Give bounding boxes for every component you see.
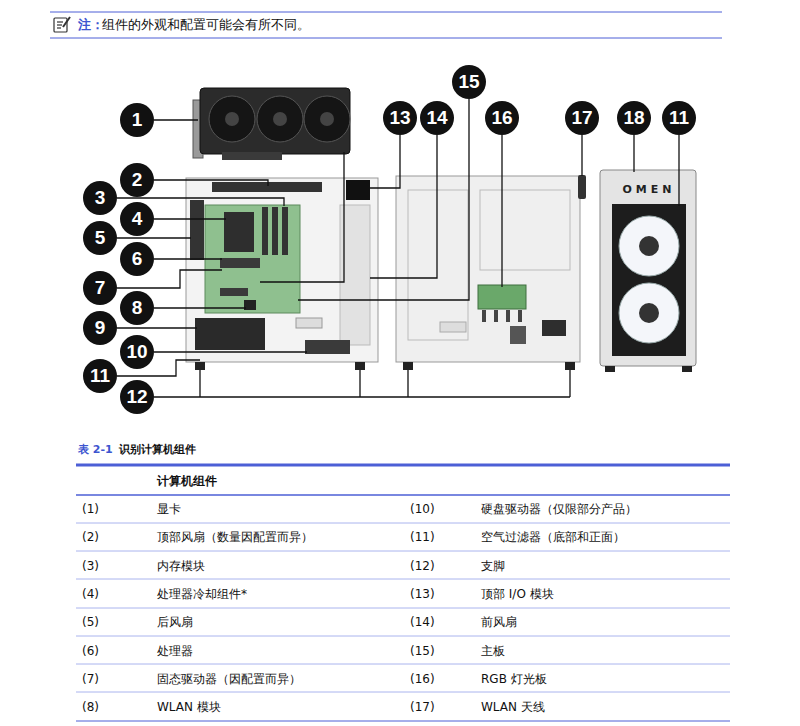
top-io-module: [346, 180, 370, 200]
table-cell: 硬盘驱动器（仅限部分产品）: [481, 502, 637, 516]
callout-number: 5: [83, 221, 117, 255]
callout-number: 17: [565, 101, 599, 135]
callout-number: 3: [83, 181, 117, 215]
table-cell: 处理器冷却组件*: [157, 587, 247, 601]
table-index: (11): [410, 530, 435, 544]
callout-text: 8: [132, 297, 143, 319]
callout-number: 16: [485, 101, 519, 135]
callout-text: 3: [95, 187, 106, 209]
table-index: (4): [82, 587, 99, 601]
case-rear: [396, 175, 586, 362]
table-cell: WLAN 天线: [481, 700, 545, 714]
callout-number: 10: [120, 335, 154, 369]
rule: [50, 12, 722, 13]
callout-text: 11: [669, 107, 689, 129]
table-cell: 顶部 I/O 模块: [481, 587, 554, 601]
callout-number: 18: [617, 101, 651, 135]
table-cell: WLAN 模块: [157, 700, 221, 714]
callout-number: 6: [120, 242, 154, 276]
table-index: (2): [82, 530, 99, 544]
callout-text: 5: [95, 227, 106, 249]
table-index: (6): [82, 643, 99, 657]
note-label: 注：: [78, 17, 104, 33]
table-index: (12): [410, 558, 435, 572]
table-index: (13): [410, 587, 435, 601]
table-index: (5): [82, 615, 99, 629]
table-number: 表 2-1: [78, 443, 113, 456]
callout-text: 11: [90, 365, 110, 387]
callout-text: 4: [132, 208, 143, 230]
table-rules: [76, 465, 730, 721]
callout-text: 9: [95, 317, 106, 339]
table-index: (7): [82, 672, 99, 686]
callout-number: 15: [452, 65, 486, 99]
case-front: [600, 170, 696, 366]
rule: [50, 38, 722, 39]
callout-text: 2: [132, 169, 143, 191]
callout-number: 12: [120, 380, 154, 414]
callout-number: 7: [83, 271, 117, 305]
table-index: (17): [410, 700, 435, 714]
table-cell: 处理器: [157, 643, 193, 657]
table-index: (14): [410, 615, 435, 629]
callout-number: 2: [120, 163, 154, 197]
callout-number: 11: [662, 101, 696, 135]
table-index: (10): [410, 502, 435, 516]
callout-text: 6: [132, 248, 143, 270]
callout-text: 15: [458, 71, 479, 93]
callout-text: 1: [132, 109, 143, 131]
note-text: 组件的外观和配置可能会有所不同。: [102, 17, 310, 33]
callout-number: 13: [383, 101, 417, 135]
table-index: (1): [82, 502, 99, 516]
callout-text: 18: [623, 107, 644, 129]
table-header: 计算机组件: [157, 474, 217, 488]
table-cell: 支脚: [481, 558, 505, 572]
leader-lines: [117, 99, 679, 397]
table-cell: 后风扇: [157, 615, 193, 629]
callout-text: 13: [389, 107, 410, 129]
table-cell: RGB 灯光板: [481, 672, 547, 686]
table-index: (8): [82, 700, 99, 714]
feet: [195, 362, 692, 372]
table-index: (16): [410, 672, 435, 686]
table-cell: 空气过滤器（底部和正面）: [481, 530, 625, 544]
callout-number: 1: [120, 103, 154, 137]
table-cell: 主板: [481, 643, 505, 657]
table-cell: 内存模块: [157, 558, 205, 572]
table-cell: 前风扇: [481, 615, 517, 629]
table-index: (3): [82, 558, 99, 572]
callout-text: 16: [491, 107, 512, 129]
callout-number: 8: [120, 291, 154, 325]
callout-text: 17: [571, 107, 592, 129]
callout-number: 4: [120, 202, 154, 236]
callout-text: 14: [426, 107, 447, 129]
table-cell: 显卡: [157, 502, 181, 516]
callout-text: 10: [126, 341, 147, 363]
note-icon: [54, 17, 70, 32]
brand-logo: OMEN: [622, 183, 675, 196]
callout-number: 11: [83, 359, 117, 393]
callout-number: 9: [83, 311, 117, 345]
callout-text: 12: [126, 386, 147, 408]
table-cell: 顶部风扇（数量因配置而异）: [157, 530, 313, 544]
callout-number: 14: [420, 101, 454, 135]
table-cell: 固态驱动器（因配置而异）: [157, 672, 301, 686]
graphics-card: [193, 88, 350, 160]
callout-text: 7: [95, 277, 106, 299]
table-index: (15): [410, 643, 435, 657]
table-caption: 识别计算机组件: [119, 443, 196, 456]
